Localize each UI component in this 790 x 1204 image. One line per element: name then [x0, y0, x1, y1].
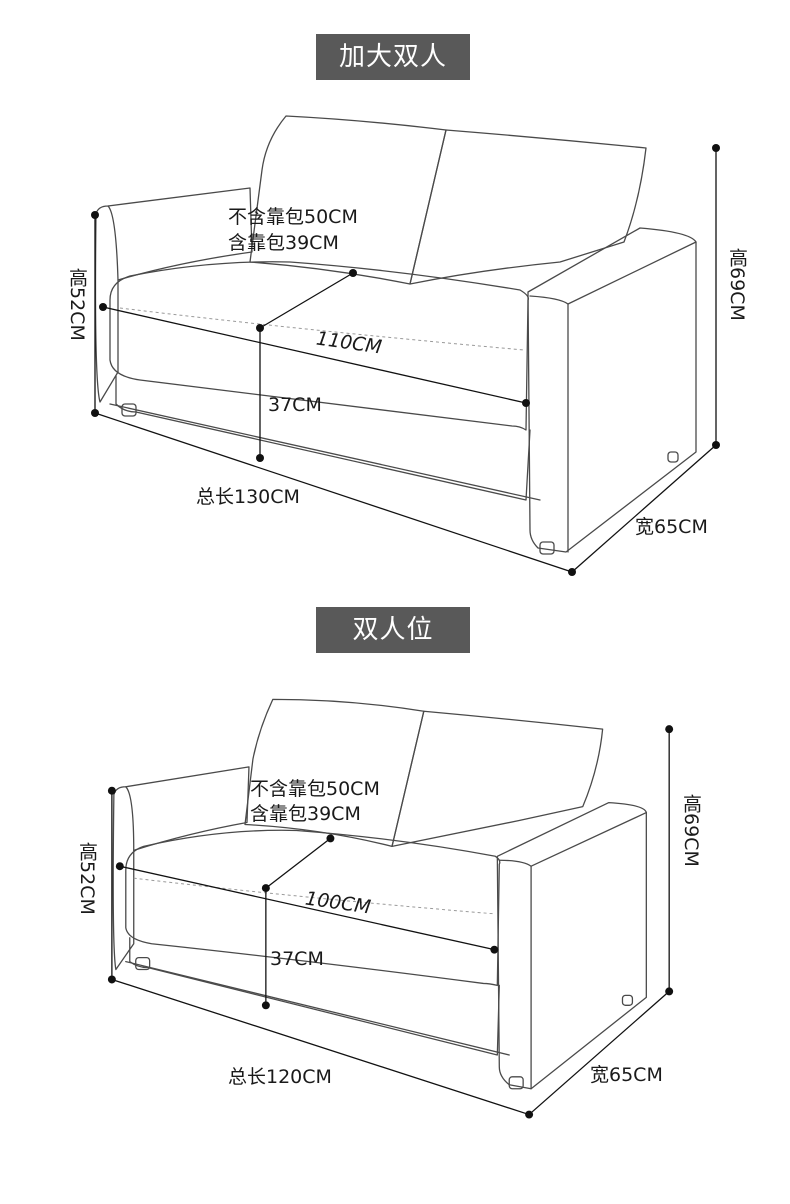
- section-title: 加大双人: [316, 34, 470, 80]
- section-title: 双人位: [316, 607, 470, 653]
- seat-depth-label: 37CM: [270, 948, 324, 970]
- back-cushion-left: [249, 115, 447, 285]
- height-label: 高69CM: [726, 248, 748, 321]
- foot-front-right: [539, 541, 555, 555]
- back-cushion-right: [409, 129, 647, 285]
- front-base-edge: [109, 403, 541, 501]
- total-length-label: 总长120CM: [228, 1066, 332, 1088]
- foot-back-right: [621, 994, 634, 1006]
- foot-left: [121, 403, 137, 417]
- section-large-double: 加大双人 不含靠包50CM: [0, 0, 790, 600]
- seat-height-note: 不含靠包50CM: [228, 206, 358, 228]
- arm-height-label: 高52CM: [76, 842, 98, 915]
- right-armrest: [496, 802, 647, 1090]
- seat-height-note-2: 含靠包39CM: [228, 232, 339, 254]
- foot-back-right: [667, 451, 679, 463]
- right-armrest: [527, 227, 697, 553]
- sofa-diagram-double: [107, 698, 674, 1119]
- sofa-base: [115, 375, 531, 501]
- height-label: 高69CM: [680, 794, 702, 867]
- foot-front-right: [508, 1076, 524, 1090]
- seat-height-note-2: 含靠包39CM: [250, 803, 361, 825]
- back-cushion-left: [244, 698, 425, 848]
- total-length-label: 总长130CM: [196, 486, 300, 508]
- section-double: 双人位 不含靠包50CM: [0, 600, 790, 1204]
- front-base-edge: [125, 960, 510, 1056]
- seat-height-note: 不含靠包50CM: [250, 778, 380, 800]
- sofa-diagram-large: [91, 115, 720, 576]
- left-armrest: [94, 187, 253, 403]
- left-armrest: [112, 766, 250, 971]
- depth-label: 宽65CM: [590, 1064, 663, 1086]
- depth-label: 宽65CM: [635, 516, 708, 538]
- arm-height-label: 高52CM: [66, 268, 88, 341]
- seat-depth-label: 37CM: [268, 394, 322, 416]
- back-cushion-right: [391, 710, 604, 848]
- foot-left: [135, 956, 151, 971]
